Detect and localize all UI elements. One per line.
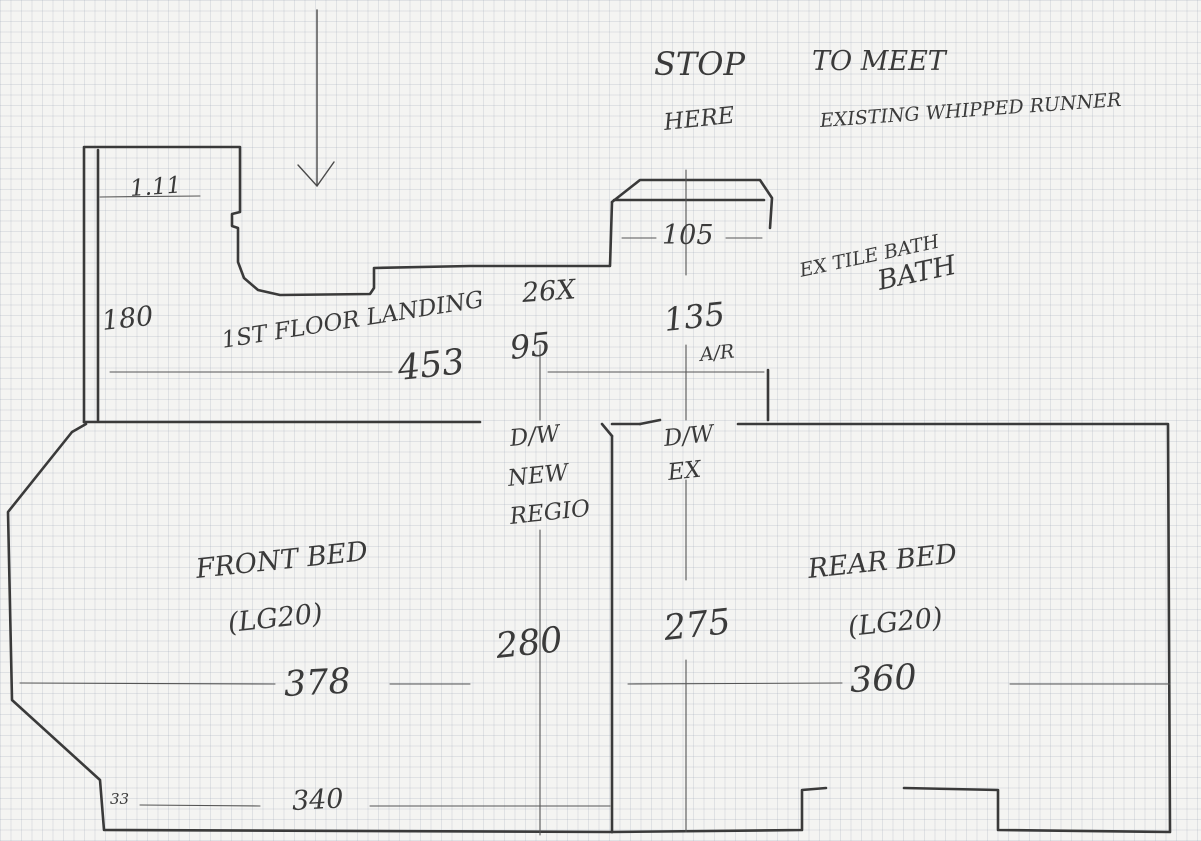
dim-rear-bed-depth: 275 <box>661 602 733 649</box>
door-new-line-1: D/W <box>508 420 561 452</box>
dim-corridor: 95 <box>508 324 553 367</box>
dim-rear-bed-length: 360 <box>848 657 918 701</box>
note-to-meet: TO MEET <box>812 46 946 77</box>
front-bed-walls <box>6 422 614 834</box>
dim-front-bed-wall: 340 <box>291 783 345 817</box>
dim-front-bed-depth: 280 <box>493 620 565 667</box>
note-stop: STOP <box>654 45 746 83</box>
dim-landing-step: 26X <box>520 274 577 309</box>
airing-cupboard-note: A/R <box>698 340 736 366</box>
door-ex-line-1: D/W <box>662 420 715 452</box>
dim-bay: 33 <box>110 790 130 808</box>
door-new-line-2: NEW <box>506 459 570 492</box>
arrow-icon <box>297 9 335 188</box>
dim-landing-depth: 180 <box>100 300 155 337</box>
dim-front-bed-length: 378 <box>282 661 352 705</box>
dimension-lines <box>19 169 1171 836</box>
dim-bath-passage: 135 <box>662 294 727 339</box>
door-ex-line-2: EX <box>666 456 703 486</box>
dim-stair-width: 1.11 <box>129 172 182 202</box>
bathroom-walls <box>610 178 774 422</box>
landing-walls <box>82 145 614 424</box>
dim-landing-length: 453 <box>395 342 467 389</box>
dim-bath-width: 105 <box>662 220 714 251</box>
rear-bed-walls <box>610 418 1172 834</box>
